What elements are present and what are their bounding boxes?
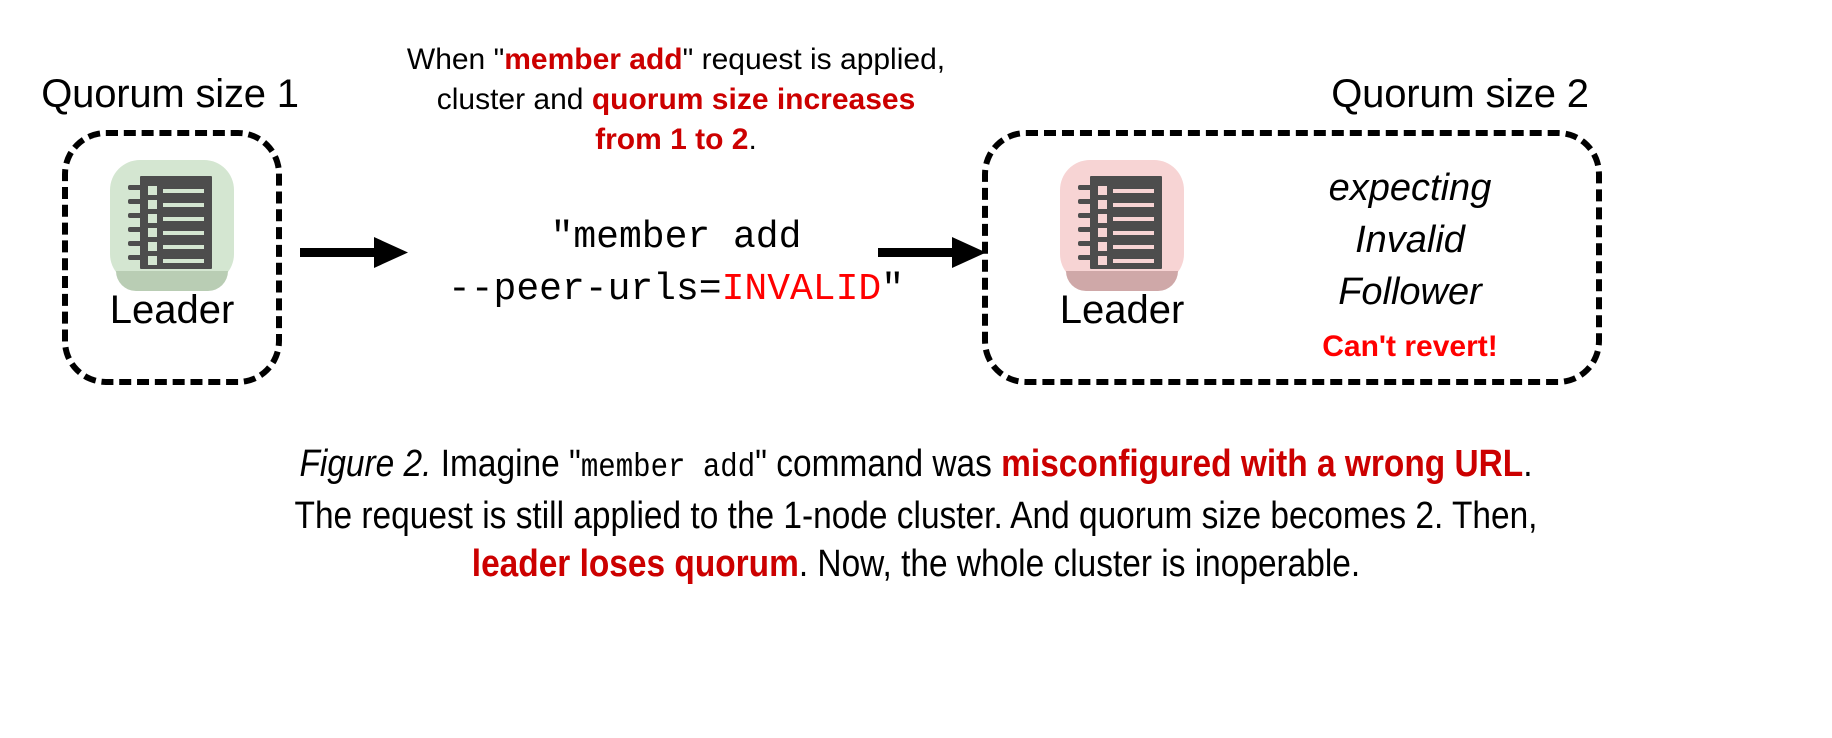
left-leader-node: Leader [62,160,282,333]
annotation-line-1: When "member add" request is applied, [366,40,986,80]
caption-l1-a: Imagine " [431,443,581,485]
caption-line-2: The request is still applied to the 1-no… [294,495,1538,537]
command-text: "member add --peer-urls=INVALID" [386,212,966,316]
right-cluster-title: Quorum size 2 [1331,72,1589,116]
caption-l1-c: . [1523,443,1533,485]
server-log-icon [1078,176,1162,269]
caption-line-3: leader loses quorum. Now, the whole clus… [110,540,1722,588]
command-close-quote: " [881,268,905,311]
annotation-text: When "member add" request is applied, cl… [366,40,986,160]
cant-revert-warning: Can't revert! [1322,330,1498,363]
left-cluster-title: Quorum size 1 [41,72,299,116]
left-node-tile-shadow [116,271,228,291]
server-log-icon [128,176,212,269]
annotation-line-3: from 1 to 2. [366,120,986,160]
status-line-2: Invalid [1355,219,1465,261]
right-cluster-box [982,130,1602,385]
left-node-label: Leader [109,288,235,332]
command-flag: --peer-urls= [447,268,722,311]
caption-l1-b: " command was [755,443,1002,485]
caption-l3-b: . Now, the whole cluster is inoperable. [798,543,1361,585]
caption-figure-label: Figure 2. [299,443,432,485]
command-line-1: "member add [550,216,802,259]
arrow-right-icon-right [878,236,988,275]
left-cluster-box [62,130,282,385]
command-line-2: --peer-urls=INVALID" [386,264,966,316]
caption-l3-highlight: leader loses quorum [471,543,799,585]
right-node-tile [1060,160,1184,291]
annotation-l1-a: When " [406,43,505,76]
follower-status-text: expecting Invalid Follower [1250,162,1570,318]
figure-caption: Figure 2. Imagine "member add" command w… [110,440,1722,588]
annotation-line-2: cluster and quorum size increases [366,80,986,120]
annotation-l2-highlight: quorum size increases [591,83,916,116]
caption-line-1: Figure 2. Imagine "member add" command w… [110,440,1722,492]
left-node-tile [110,160,234,291]
annotation-l1-highlight: member add [504,43,683,76]
annotation-l3-highlight: from 1 to 2 [595,123,749,156]
caption-l1-highlight: misconfigured with a wrong URL [1001,443,1524,485]
status-line-3: Follower [1338,271,1482,313]
right-node-label: Leader [1059,288,1185,332]
command-invalid-value: INVALID [721,268,882,311]
arrow-right-icon-left [300,236,410,275]
annotation-l3-c: . [748,123,757,156]
caption-command-mono: member add [580,449,756,486]
right-node-tile-shadow [1066,271,1178,291]
right-leader-node: Leader [1012,160,1232,333]
status-line-1: expecting [1328,167,1492,209]
annotation-l1-c: " request is applied, [682,43,946,76]
annotation-l2-a: cluster and [436,83,592,116]
